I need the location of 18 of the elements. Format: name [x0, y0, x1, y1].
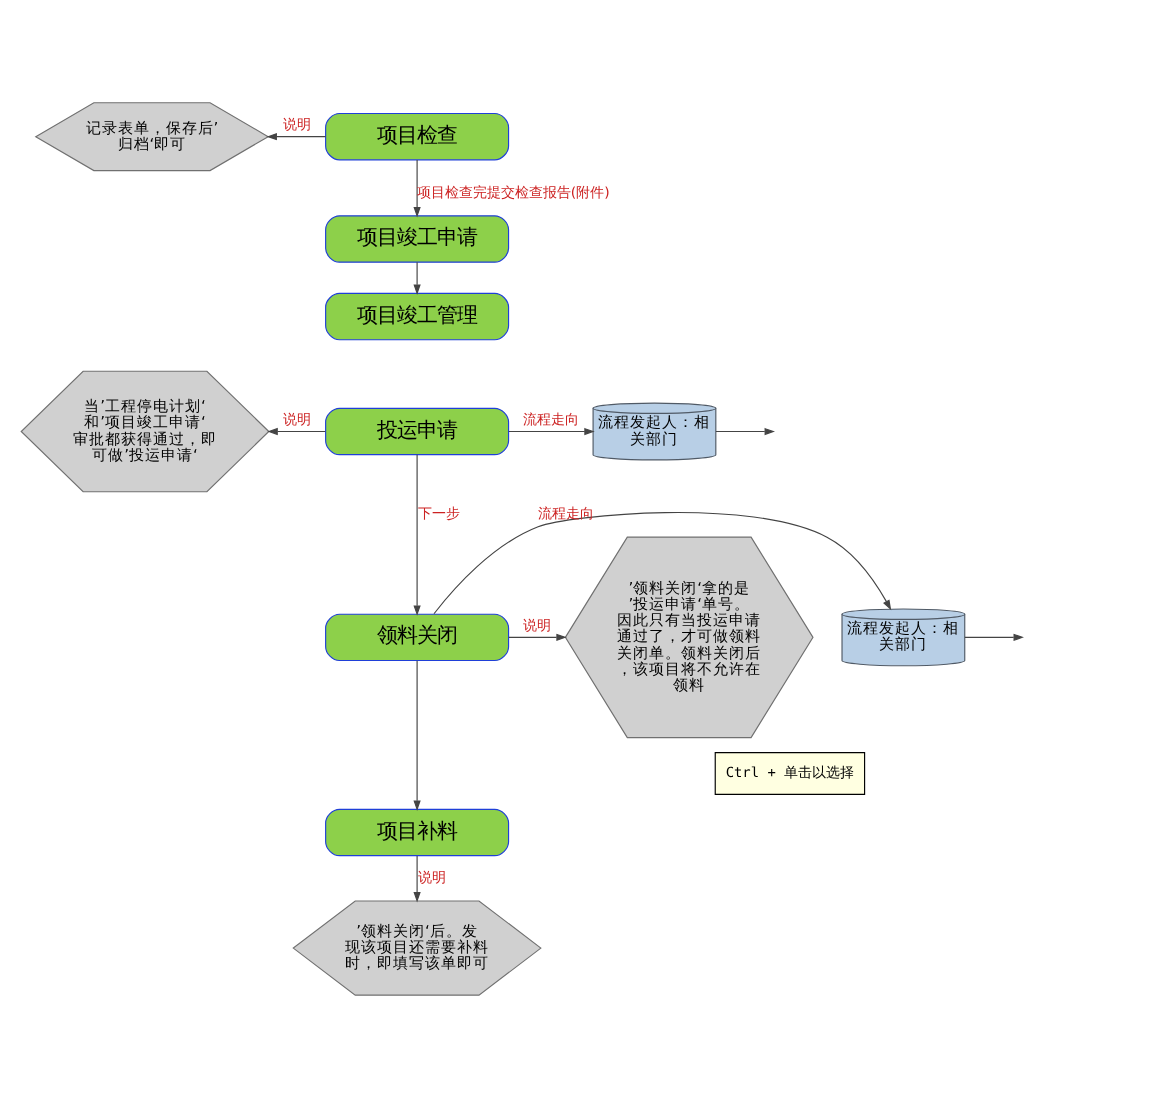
arrow	[433, 512, 892, 615]
arrow	[508, 427, 595, 436]
arrow	[413, 660, 421, 811]
arrow	[266, 133, 327, 141]
arrow	[508, 633, 567, 642]
arrow	[413, 855, 421, 903]
arrow	[413, 454, 421, 616]
node-box: 项目竣工管理	[325, 292, 510, 341]
arrow	[413, 159, 421, 218]
node-box: 投运申请	[325, 407, 510, 456]
node-box: 项目补料	[325, 808, 510, 857]
node-box: 项目竣工申请	[325, 215, 510, 263]
node-box: 领料关闭	[325, 613, 510, 662]
node-box: 项目检查	[325, 112, 510, 161]
arrow	[267, 427, 326, 436]
arrow	[715, 427, 775, 436]
arrow	[413, 261, 421, 295]
arrow	[964, 633, 1024, 642]
